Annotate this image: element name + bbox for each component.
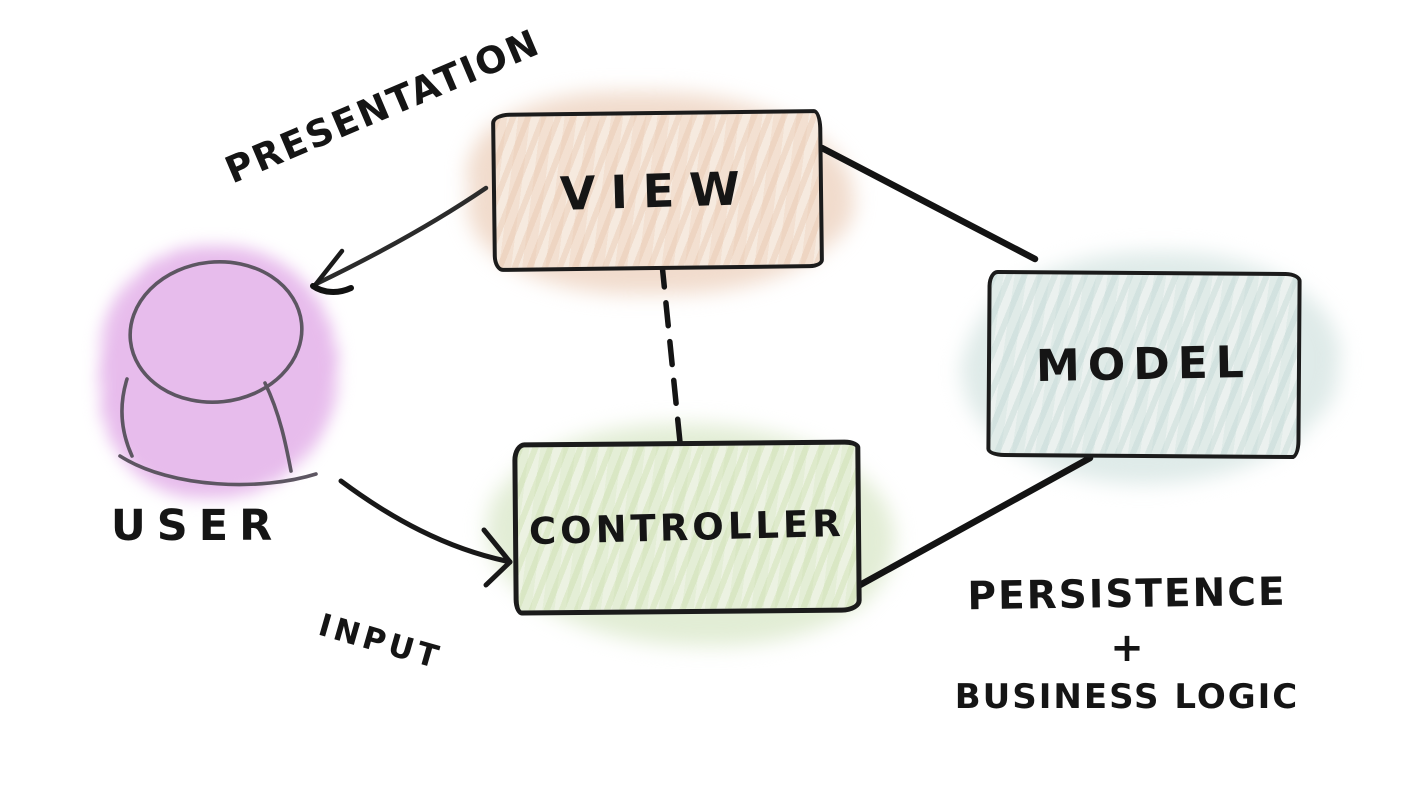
persistence-annotation: PERSISTENCE + BUSINESS LOGIC	[928, 569, 1326, 717]
persistence-line-1: PERSISTENCE	[967, 569, 1287, 620]
input-annotation: INPUT	[298, 602, 462, 682]
controller-node: CONTROLLER	[512, 439, 862, 616]
model-node: MODEL	[986, 269, 1302, 460]
presentation-annotation: PRESENTATION	[205, 20, 561, 191]
presentation-annotation-text: PRESENTATION	[219, 20, 547, 192]
edge-view-to-model	[818, 144, 1039, 263]
model-node-label: MODEL	[1035, 336, 1253, 393]
persistence-line-2: +	[1110, 625, 1144, 671]
input-annotation-text: INPUT	[314, 607, 446, 677]
controller-node-label: CONTROLLER	[528, 501, 846, 554]
edge-view-to-controller-dashed	[659, 261, 684, 455]
user-node-label: USER	[110, 501, 284, 551]
edge-user-to-controller-arrow	[338, 478, 513, 588]
edge-controller-to-model	[856, 454, 1094, 589]
edge-view-to-user-arrow	[310, 185, 489, 295]
view-node-label: VIEW	[559, 160, 756, 221]
persistence-line-3: BUSINESS LOGIC	[954, 677, 1300, 717]
user-person-icon	[110, 250, 332, 494]
